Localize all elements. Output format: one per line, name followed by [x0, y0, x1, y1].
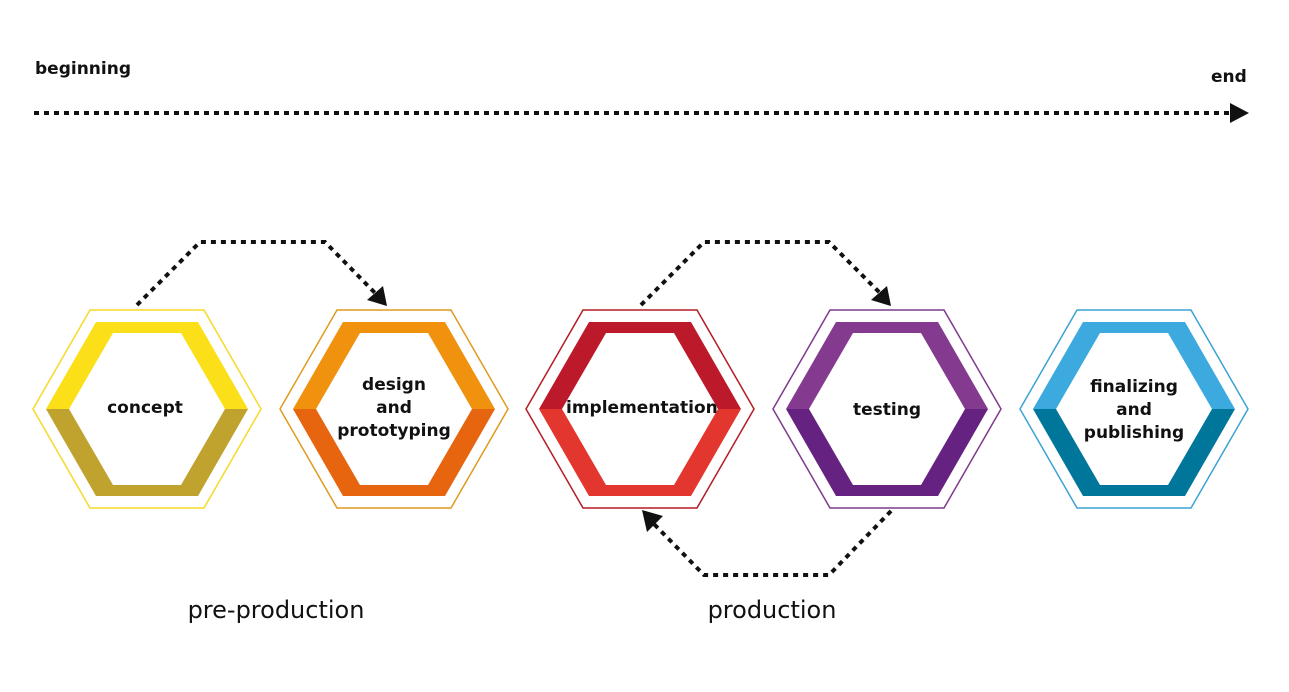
timeline-end-label: end [1211, 67, 1247, 87]
stage-label-design-and-prototyping: design and prototyping [337, 375, 451, 441]
phase-label-production: production [707, 596, 837, 624]
stage-label-finalizing-and-publishing: finalizing and publishing [1083, 377, 1185, 443]
hexagon-ring-bottom [1033, 409, 1235, 496]
stage-label-implementation: implementation [566, 398, 718, 418]
hexagon-ring-bottom [46, 409, 248, 496]
stage-hexagons [32, 309, 1249, 509]
hexagon-ring-top [293, 322, 495, 409]
stage-hexagon-implementation [525, 309, 755, 509]
hexagon-outline [525, 309, 755, 509]
connector-concept-to-design [135, 240, 387, 307]
stage-label-testing: testing [853, 400, 921, 420]
timeline-start-label: beginning [35, 59, 131, 79]
hexagon-ring-top [786, 322, 988, 409]
connector-arrowhead [642, 510, 663, 532]
connector-testing-to-implementation [642, 509, 893, 577]
phase-label-pre-production: pre-production [187, 596, 365, 624]
hexagon-ring-bottom [539, 409, 741, 496]
stage-hexagon-concept [32, 309, 262, 509]
hexagon-ring-top [46, 322, 248, 409]
hexagon-ring-bottom [293, 409, 495, 496]
hexagon-outline [279, 309, 509, 509]
timeline-arrowhead [1230, 103, 1249, 123]
hexagon-outline [772, 309, 1002, 509]
hexagon-ring-bottom [786, 409, 988, 496]
connector-implementation-to-testing [639, 240, 891, 307]
stage-hexagon-finalizing-and-publishing [1019, 309, 1249, 509]
timeline-arrow [34, 103, 1249, 123]
hexagon-outline [1019, 309, 1249, 509]
stage-label-concept: concept [107, 398, 183, 418]
hexagon-ring-top [539, 322, 741, 409]
connector-arrowhead [367, 286, 387, 306]
stage-hexagon-testing [772, 309, 1002, 509]
hexagon-outline [32, 309, 262, 509]
stage-hexagon-design-and-prototyping [279, 309, 509, 509]
hexagon-ring-top [1033, 322, 1235, 409]
connector-arrowhead [871, 286, 891, 306]
